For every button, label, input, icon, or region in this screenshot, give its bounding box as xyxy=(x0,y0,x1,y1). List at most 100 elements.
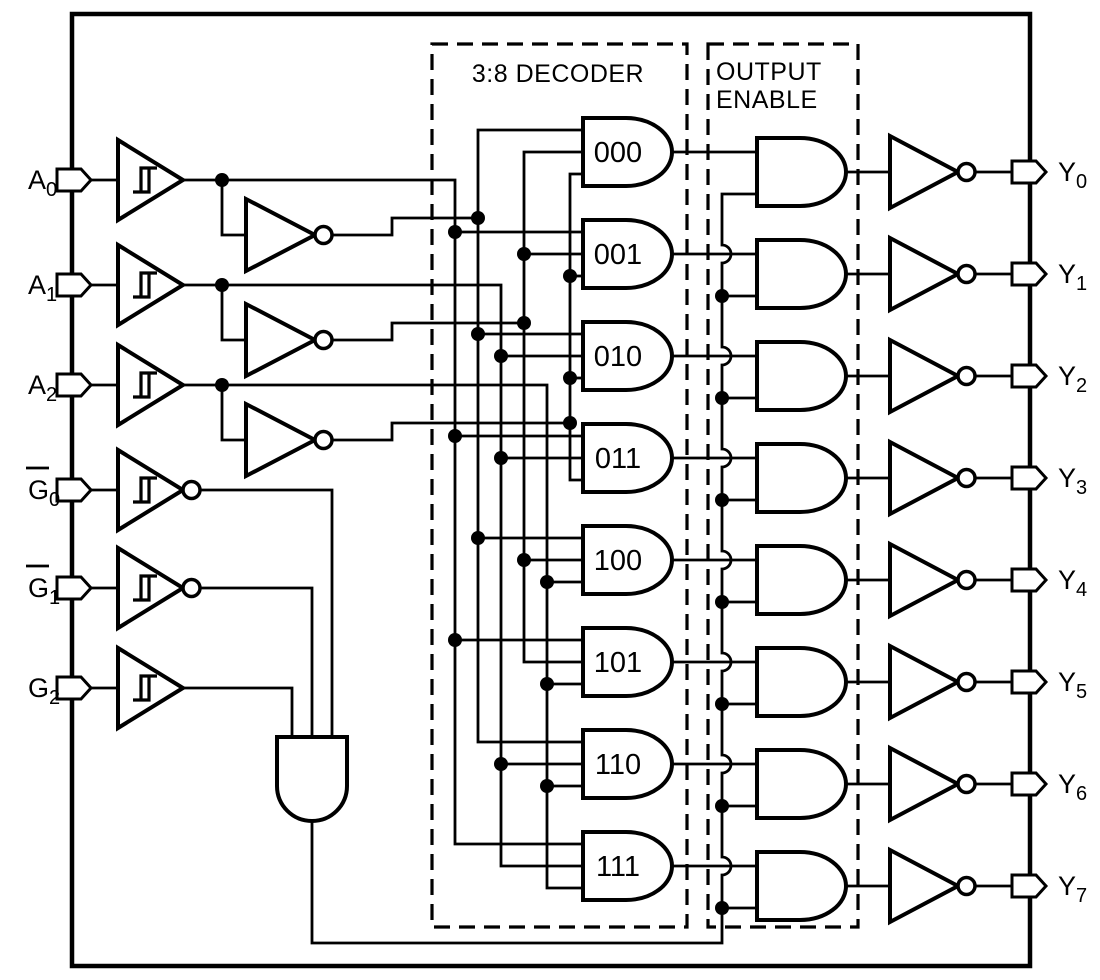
enable-feed xyxy=(183,686,294,737)
junction-dot xyxy=(494,757,508,771)
output-label-Y0: Y0 xyxy=(1058,157,1087,193)
junction-dot xyxy=(715,697,729,711)
junction-dot xyxy=(715,799,729,813)
junction-dot xyxy=(715,493,729,507)
decoder-gate-101 xyxy=(581,626,674,698)
junction-dot xyxy=(715,595,729,609)
output-enable-gate-4 xyxy=(755,544,848,616)
output-terminal-Y4 xyxy=(1010,567,1049,593)
output-terminal-Y5 xyxy=(1010,669,1049,695)
output-label-Y1: Y1 xyxy=(1058,259,1087,295)
input-buffers xyxy=(116,136,334,732)
output-inverter-4 xyxy=(888,540,963,620)
junction-dots xyxy=(215,173,729,915)
enable-and-gate xyxy=(275,735,349,823)
hysteresis-icon xyxy=(133,574,157,602)
junction-dot xyxy=(715,391,729,405)
inverter-bubble-icon xyxy=(956,875,977,897)
junction-dot xyxy=(715,289,729,303)
inverter-bubble-icon xyxy=(956,161,977,183)
output-label-Y7: Y7 xyxy=(1058,871,1087,907)
wires xyxy=(91,128,1012,945)
output-terminal-Y7 xyxy=(1010,873,1049,899)
inverter-out xyxy=(332,321,524,342)
hysteresis-icon xyxy=(133,271,157,299)
decoder-gate-label-111: 111 xyxy=(596,851,640,883)
input-terminal-G1 xyxy=(55,575,94,601)
junction-dot xyxy=(563,416,577,430)
hysteresis-icon xyxy=(133,476,157,504)
input-label-A1: A1 xyxy=(28,270,57,306)
output-enable-gate-2 xyxy=(755,340,848,412)
output-terminal-Y6 xyxy=(1010,771,1049,797)
bus-A2 xyxy=(183,383,583,890)
junction-dot xyxy=(540,779,554,793)
junction-dot xyxy=(563,371,577,385)
inverter-bubble-icon xyxy=(956,671,977,693)
inverter-bubble-icon xyxy=(313,429,334,451)
input-label-A0: A0 xyxy=(28,165,57,201)
output-enable-gate-1 xyxy=(755,238,848,310)
junction-dot xyxy=(448,429,462,443)
enable-feed xyxy=(199,586,314,737)
junction-dot xyxy=(471,327,485,341)
hysteresis-icon xyxy=(133,371,157,399)
inverter-bubble-icon xyxy=(956,467,977,489)
decoder-gate-label-010: 010 xyxy=(594,341,642,373)
junction-dot xyxy=(540,575,554,589)
output-enable-gate-3 xyxy=(755,442,848,514)
input-terminal-G2 xyxy=(55,675,94,701)
inverter-out xyxy=(332,216,478,237)
decoder-box xyxy=(430,42,689,929)
output-enable-gate-6 xyxy=(755,748,848,820)
enable-bus xyxy=(310,192,757,945)
junction-dot xyxy=(215,278,229,292)
hysteresis-icon xyxy=(133,166,157,194)
output-enable-gate-5 xyxy=(755,646,848,718)
complement-inverter-A2 xyxy=(244,400,320,480)
decoder-gate-label-101: 101 xyxy=(594,647,642,679)
output-inverter-2 xyxy=(888,336,963,416)
junction-dot xyxy=(540,677,554,691)
decoder-gate-label-011: 011 xyxy=(595,443,641,475)
bus-nA1 xyxy=(522,150,583,664)
input-label-G0: G0 xyxy=(28,475,60,511)
output-terminal-Y2 xyxy=(1010,363,1049,389)
inverter-bubble-icon xyxy=(181,577,202,599)
decoder-box-title: 3:8 DECODER xyxy=(472,60,644,88)
output-label-Y5: Y5 xyxy=(1058,667,1087,703)
bus-nA0 xyxy=(476,128,583,744)
junction-dot xyxy=(715,901,729,915)
output-label-Y4: Y4 xyxy=(1058,565,1087,601)
inverter-branch xyxy=(220,285,246,342)
output-label-Y3: Y3 xyxy=(1058,463,1087,499)
decoder-gate-label-100: 100 xyxy=(594,545,642,577)
junction-dot xyxy=(448,633,462,647)
junction-dot xyxy=(517,247,531,261)
inverter-bubble-icon xyxy=(313,329,334,351)
junction-dot xyxy=(215,378,229,392)
hysteresis-icon xyxy=(133,674,157,702)
output-inverter-3 xyxy=(888,438,963,518)
decoder-gate-label-000: 000 xyxy=(594,137,642,169)
bus-A1 xyxy=(183,283,583,868)
bus-A0 xyxy=(183,178,583,846)
inverter-branch xyxy=(220,385,246,442)
inverter-bubble-icon xyxy=(956,263,977,285)
junction-dot xyxy=(494,349,508,363)
input-terminal-A0 xyxy=(55,167,94,193)
input-terminal-G0 xyxy=(55,477,94,503)
complement-inverter-A0 xyxy=(244,195,320,275)
junction-dot xyxy=(517,553,531,567)
inverter-branch xyxy=(220,180,246,237)
junction-dot xyxy=(471,531,485,545)
inverter-bubble-icon xyxy=(956,773,977,795)
inverter-bubble-icon xyxy=(956,365,977,387)
bus-nA2 xyxy=(568,172,583,482)
decoder-gate-label-110: 110 xyxy=(595,749,641,781)
inverter-bubble-icon xyxy=(181,479,202,501)
input-label-G1: G1 xyxy=(28,573,60,609)
